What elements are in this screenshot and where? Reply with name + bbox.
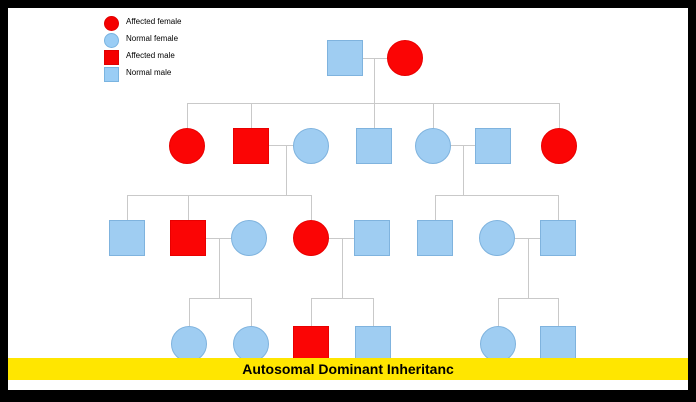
descent-line-gen3-b [342, 238, 343, 298]
pedigree-node-IV-2[interactable] [233, 326, 269, 362]
descent-line-gen2-right [463, 145, 464, 195]
pedigree-node-III-7[interactable] [479, 220, 515, 256]
affected-female-icon [104, 16, 119, 31]
pedigree-node-III-1[interactable] [109, 220, 145, 256]
pedigree-node-II-6[interactable] [475, 128, 511, 164]
sibship-bar-gen4-c [498, 298, 559, 299]
pedigree-canvas: Affected female Normal female Affected m… [8, 8, 688, 390]
descent-line-gen1 [374, 58, 375, 103]
sibling-drop-gen3-4 [311, 195, 312, 220]
pedigree-node-III-3[interactable] [231, 220, 267, 256]
pedigree-node-IV-4[interactable] [355, 326, 391, 362]
descent-line-gen3-c [528, 238, 529, 298]
descent-line-gen3-a [219, 238, 220, 298]
normal-female-icon [104, 33, 119, 48]
pedigree-node-III-4[interactable] [293, 220, 329, 256]
legend-label: Affected male [126, 51, 175, 60]
sibling-drop-gen4-6 [558, 298, 559, 326]
sibship-bar-gen3-left [127, 195, 312, 196]
page-title: Autosomal Dominant Inheritanc [242, 361, 454, 377]
pedigree-node-IV-6[interactable] [540, 326, 576, 362]
title-band: Autosomal Dominant Inheritanc [8, 358, 688, 380]
sibling-drop-gen4-4 [373, 298, 374, 326]
sibling-drop-gen3-6 [435, 195, 436, 220]
pedigree-node-III-6[interactable] [417, 220, 453, 256]
pedigree-node-I-2[interactable] [387, 40, 423, 76]
sibship-bar-gen4-a [189, 298, 251, 299]
sibling-drop-gen3-1 [127, 195, 128, 220]
sibling-drop-gen4-3 [311, 298, 312, 326]
mating-line-gen3-c [515, 238, 551, 239]
sibling-drop-gen2-4 [374, 103, 375, 128]
pedigree-node-II-4[interactable] [356, 128, 392, 164]
mating-line-gen2-left [269, 145, 305, 146]
pedigree-node-III-8[interactable] [540, 220, 576, 256]
sibling-drop-gen2-1 [187, 103, 188, 128]
sibling-drop-gen4-5 [498, 298, 499, 326]
normal-male-icon [104, 67, 119, 82]
affected-male-icon [104, 50, 119, 65]
sibship-bar-gen2 [187, 103, 560, 104]
pedigree-node-II-7[interactable] [541, 128, 577, 164]
pedigree-node-IV-1[interactable] [171, 326, 207, 362]
legend-label: Affected female [126, 17, 182, 26]
pedigree-node-II-1[interactable] [169, 128, 205, 164]
pedigree-node-II-5[interactable] [415, 128, 451, 164]
descent-line-gen2-left [286, 145, 287, 195]
pedigree-node-III-5[interactable] [354, 220, 390, 256]
pedigree-node-IV-3[interactable] [293, 326, 329, 362]
pedigree-node-II-3[interactable] [293, 128, 329, 164]
sibling-drop-gen2-2 [251, 103, 252, 128]
pedigree-node-I-1[interactable] [327, 40, 363, 76]
mating-line-gen3-b [329, 238, 365, 239]
sibling-drop-gen2-7 [559, 103, 560, 128]
sibling-drop-gen2-5 [433, 103, 434, 128]
mating-line-gen1 [345, 58, 405, 59]
sibling-drop-gen3-8 [558, 195, 559, 220]
sibling-drop-gen4-2 [251, 298, 252, 326]
sibship-bar-gen4-b [311, 298, 373, 299]
mating-line-gen2-right [450, 145, 486, 146]
legend-label: Normal male [126, 68, 172, 77]
pedigree-node-II-2[interactable] [233, 128, 269, 164]
sibling-drop-gen4-1 [189, 298, 190, 326]
pedigree-node-III-2[interactable] [170, 220, 206, 256]
mating-line-gen3-a [206, 238, 242, 239]
sibling-drop-gen3-2 [188, 195, 189, 220]
pedigree-node-IV-5[interactable] [480, 326, 516, 362]
legend-label: Normal female [126, 34, 179, 43]
legend: Affected female Normal female Affected m… [96, 16, 266, 88]
sibship-bar-gen3-right [435, 195, 559, 196]
